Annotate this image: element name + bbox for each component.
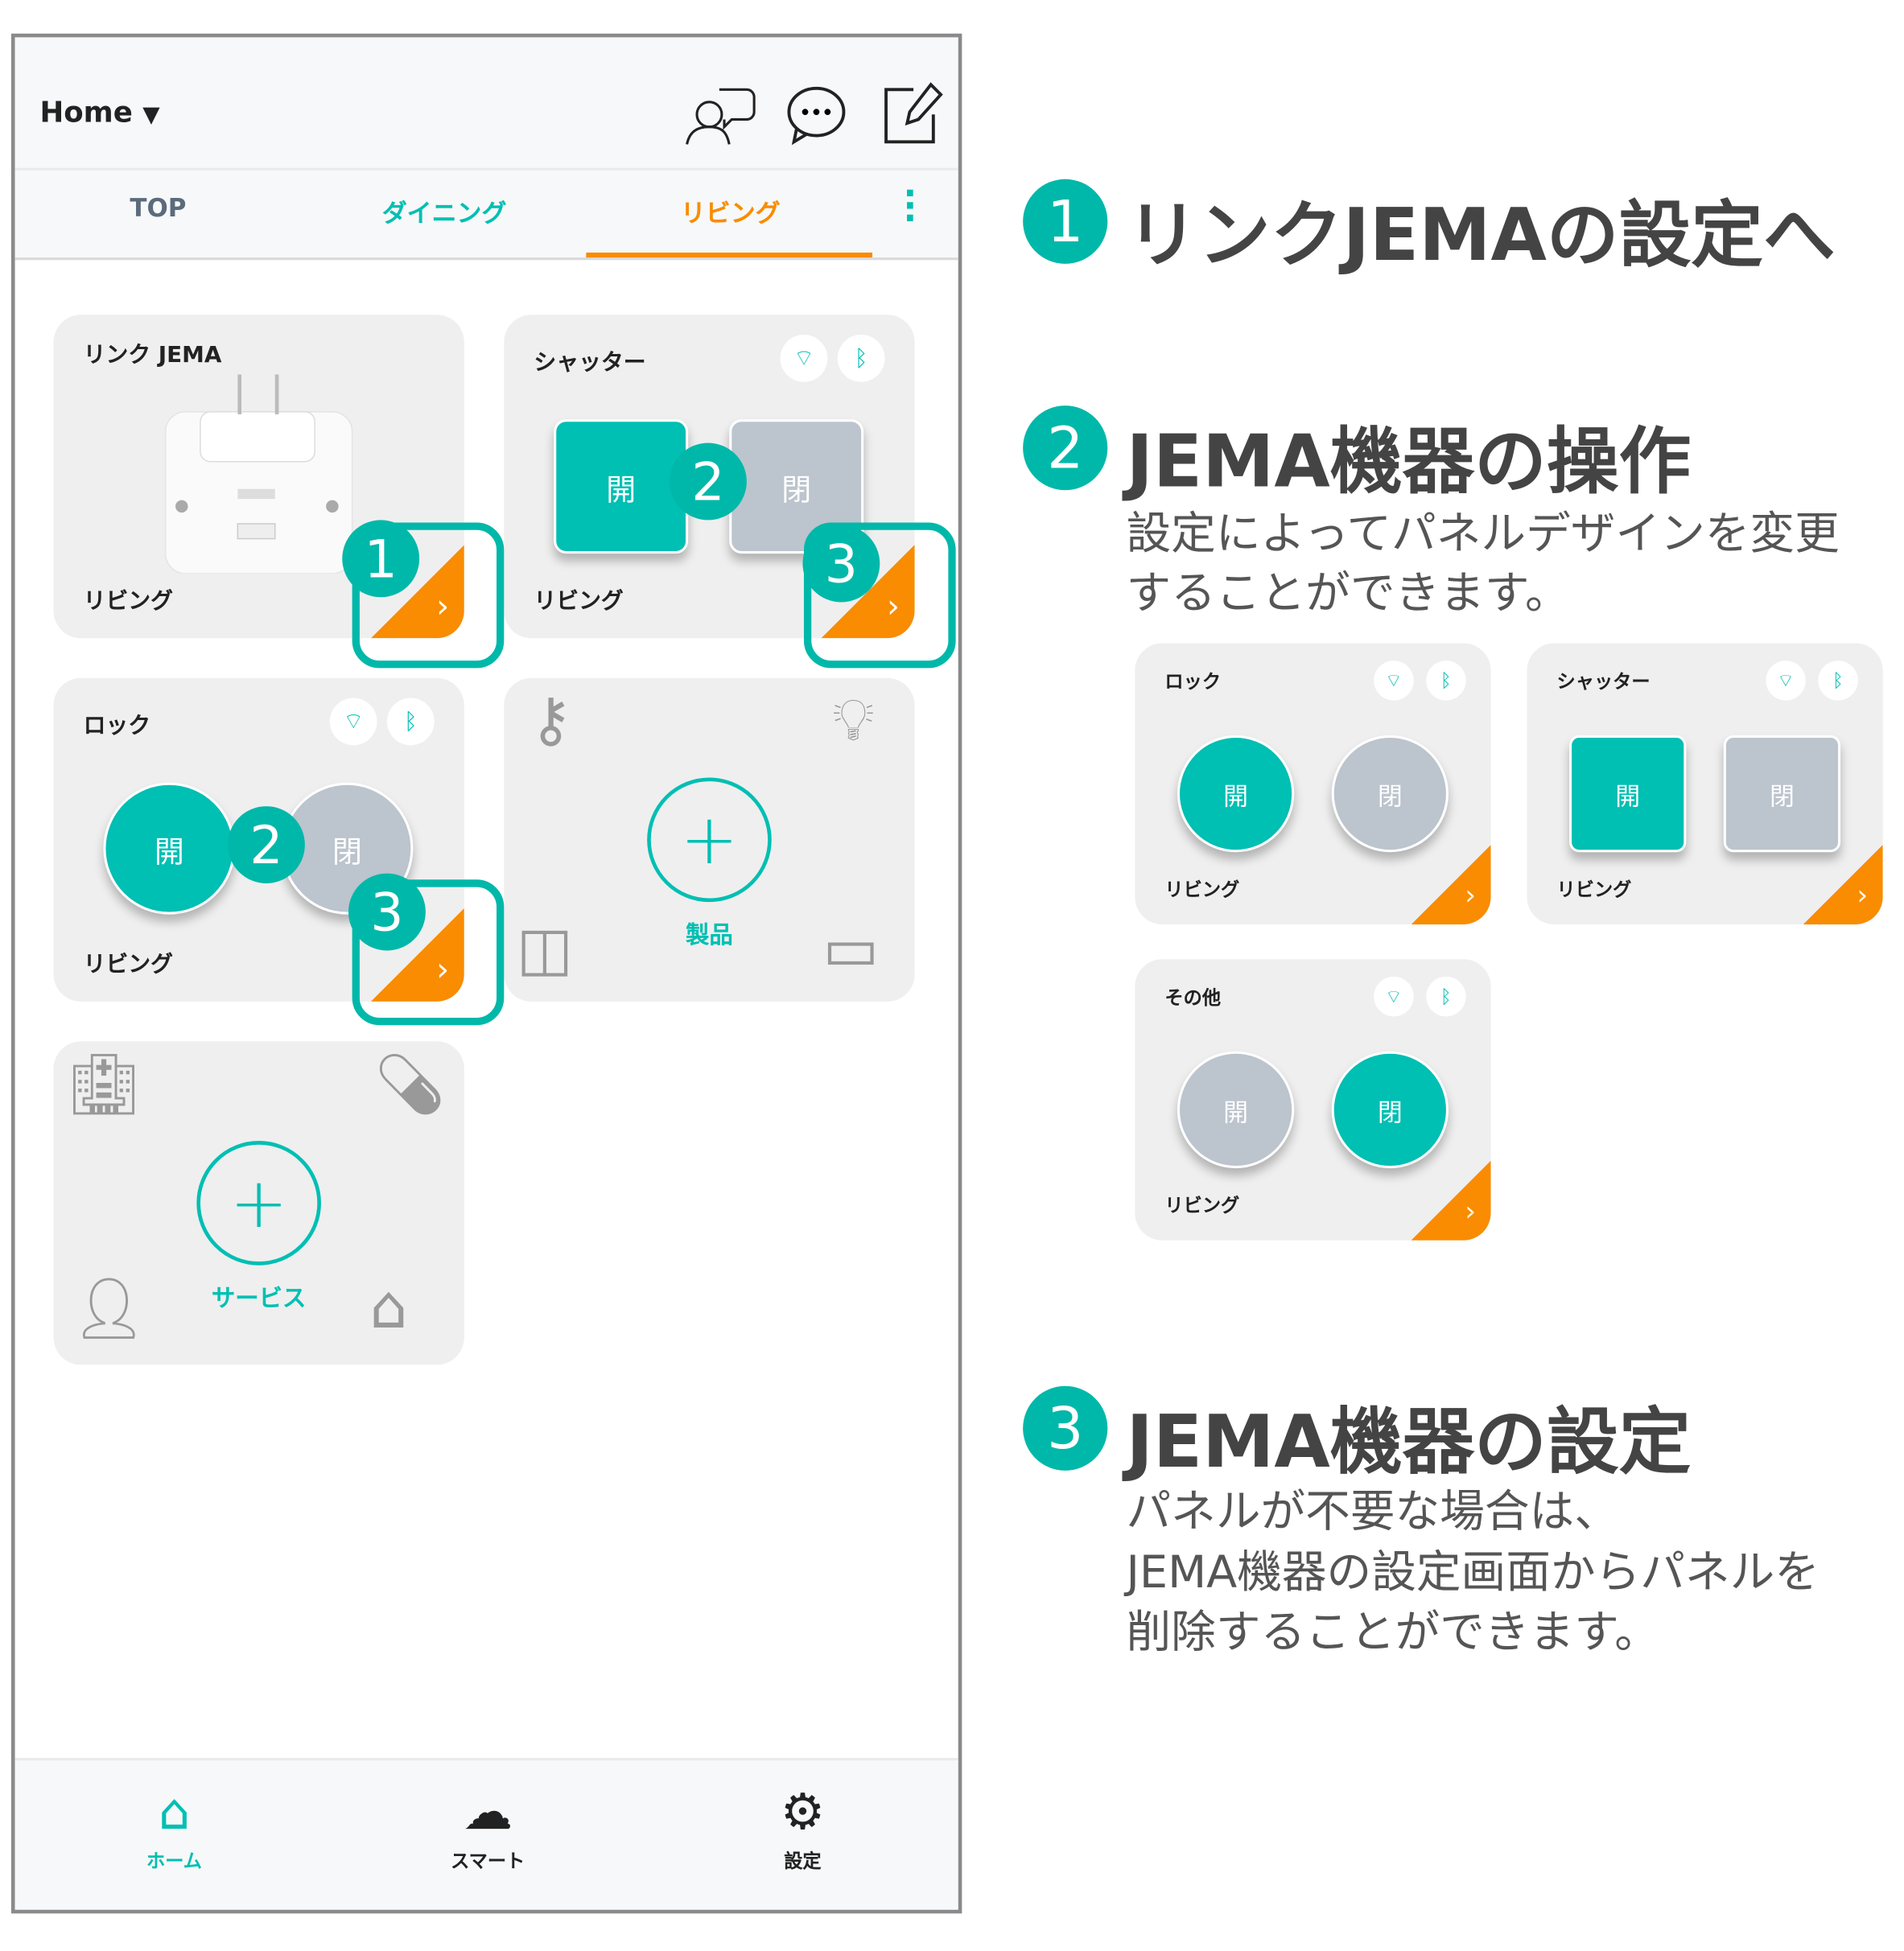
- active-tab-indicator: [586, 252, 873, 258]
- add-service-button[interactable]: +: [196, 1141, 321, 1266]
- chevron-right-icon: ›: [1465, 880, 1477, 912]
- guide-number-2: 2: [1023, 405, 1108, 491]
- gear-icon: ⚙︎: [780, 1784, 826, 1842]
- bluetooth-icon: ᛒ: [386, 698, 435, 746]
- chevron-right-icon: ›: [886, 588, 900, 626]
- window-icon: ◫: [516, 914, 573, 985]
- chevron-right-icon: ›: [436, 951, 450, 990]
- wifi-icon: ⌔: [1766, 661, 1806, 701]
- key-icon: ⚷: [529, 685, 573, 755]
- home-icon: ⌂: [158, 1784, 191, 1842]
- marker-3: 3: [802, 525, 880, 603]
- app-header: Home ▼: [14, 37, 958, 171]
- caret-down-icon: ▼: [142, 101, 160, 129]
- highlight-box-3: [803, 522, 956, 669]
- chevron-right-icon: ›: [436, 588, 450, 626]
- highlight-box-3: [352, 879, 505, 1026]
- cloud-icon: ☁︎: [463, 1784, 513, 1842]
- person-icon: 👤︎: [71, 1274, 147, 1344]
- medicine-icon: 💊︎: [372, 1050, 448, 1120]
- guide-number-1: 1: [1023, 179, 1108, 264]
- sample-panel-round: ロック ⌔ ᛒ 開 閉 リビング ›: [1135, 643, 1491, 924]
- home-selector[interactable]: Home ▼: [39, 97, 160, 130]
- bluetooth-icon: ᛒ: [1426, 661, 1466, 701]
- wifi-icon: ⌔: [780, 334, 828, 382]
- guide-title-1: リンクJEMAの設定へ: [1126, 192, 1836, 278]
- tab-dining[interactable]: ダイニング: [381, 197, 507, 228]
- bluetooth-icon: ᛒ: [1426, 976, 1466, 1017]
- wifi-icon: ⌔: [329, 698, 377, 746]
- bluetooth-icon: ᛒ: [1818, 661, 1858, 701]
- edit-icon[interactable]: [881, 82, 943, 146]
- guide-title-2: JEMA機器の操作: [1126, 419, 1692, 504]
- nav-home[interactable]: ⌂ホーム: [75, 1783, 274, 1874]
- guide-title-3: JEMA機器の設定: [1126, 1399, 1692, 1484]
- marker-3: 3: [348, 873, 426, 951]
- link-jema-device-image: [164, 374, 353, 574]
- hospital-icon: 🏥︎: [65, 1050, 142, 1120]
- chevron-right-icon: ›: [1857, 880, 1869, 912]
- sample-panel-square: シャッター ⌔ ᛒ 開 閉 リビング ›: [1527, 643, 1883, 924]
- lightbulb-icon: 💡︎: [832, 685, 875, 755]
- tab-living[interactable]: リビング: [680, 197, 781, 228]
- nav-settings[interactable]: ⚙︎設定: [703, 1783, 902, 1874]
- marker-2: 2: [227, 806, 305, 883]
- tab-top[interactable]: TOP: [130, 192, 187, 223]
- nav-smart[interactable]: ☁︎スマート: [388, 1783, 587, 1874]
- tv-icon: ▭: [822, 914, 880, 985]
- guide-number-3: 3: [1023, 1385, 1108, 1471]
- chevron-right-icon: ›: [1465, 1196, 1477, 1229]
- marker-2: 2: [669, 442, 747, 521]
- sample-panel-other: その他 ⌔ ᛒ 開 閉 リビング ›: [1135, 959, 1491, 1241]
- add-product-card[interactable]: ⚷ 💡︎ ◫ ▭ + 製品: [504, 677, 915, 1002]
- marker-1: 1: [342, 520, 420, 598]
- phone-screen: Home ▼ TOP ダイニング リビング ··· リンク JEMA リビング …: [10, 33, 962, 1914]
- add-service-card[interactable]: 🏥︎ 💊︎ 👤︎ ⌂ + サービス: [53, 1041, 464, 1365]
- room-tabs: TOP ダイニング リビング ···: [14, 170, 958, 261]
- chat-bubble-icon[interactable]: [784, 84, 848, 146]
- bluetooth-icon: ᛒ: [837, 334, 885, 382]
- shutter-open-button[interactable]: 開: [554, 419, 689, 554]
- more-icon[interactable]: ···: [903, 172, 917, 239]
- lock-open-button[interactable]: 開: [103, 782, 236, 915]
- add-product-button[interactable]: +: [647, 777, 772, 903]
- people-chat-icon[interactable]: [682, 84, 756, 146]
- wifi-icon: ⌔: [1374, 661, 1414, 701]
- highlight-box-1: [352, 522, 505, 669]
- wifi-icon: ⌔: [1374, 976, 1414, 1017]
- house-energy-icon: ⌂: [369, 1272, 408, 1343]
- bottom-nav: ⌂ホーム ☁︎スマート ⚙︎設定: [14, 1758, 958, 1910]
